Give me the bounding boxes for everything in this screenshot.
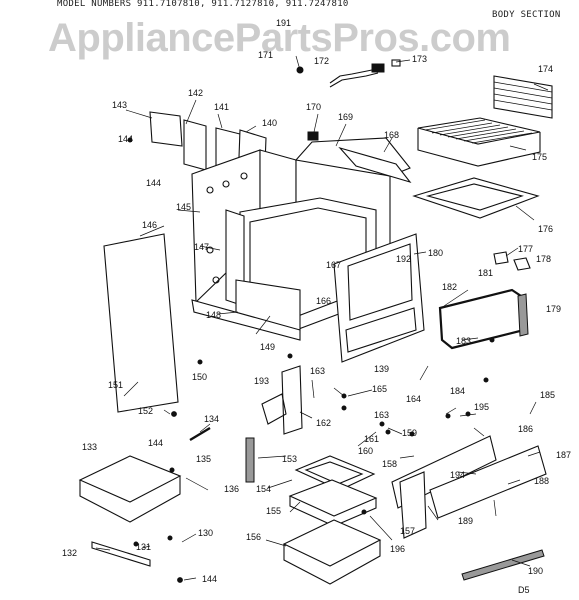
part-label-196: 196 [390, 544, 405, 554]
part-vertical-strip [245, 437, 255, 483]
part-label-182: 182 [442, 282, 457, 292]
part-label-184: 184 [450, 386, 465, 396]
part-label-148: 148 [206, 310, 221, 320]
part-label-194: 194 [450, 470, 465, 480]
part-label-149: 149 [260, 342, 275, 352]
part-label-152: 152 [138, 406, 153, 416]
part-label-163: 163 [310, 366, 325, 376]
screws [127, 137, 495, 583]
part-label-139: 139 [374, 364, 389, 374]
part-168-trim [338, 146, 412, 184]
footer-code: D5 [518, 585, 530, 595]
part-label-130: 130 [198, 528, 213, 538]
part-label-170: 170 [306, 102, 321, 112]
part-top-rack [493, 75, 553, 119]
part-label-192: 192 [396, 254, 411, 264]
part-label-181: 181 [478, 268, 493, 278]
part-label-157: 157 [400, 526, 415, 536]
part-label-153: 153 [282, 454, 297, 464]
part-label-166: 166 [316, 296, 331, 306]
part-label-141: 141 [214, 102, 229, 112]
part-spring [189, 426, 211, 442]
part-knob-178 [513, 257, 531, 271]
part-oven-bottom [412, 177, 540, 219]
part-label-154: 154 [256, 484, 271, 494]
part-170-bracket [307, 131, 319, 141]
part-179 [517, 293, 529, 337]
part-label-162: 162 [316, 418, 331, 428]
part-label-156: 156 [246, 532, 261, 542]
part-label-140: 140 [262, 118, 277, 128]
part-label-189: 189 [458, 516, 473, 526]
part-label-133: 133 [82, 442, 97, 452]
part-label-188: 188 [534, 476, 549, 486]
part-label-172: 172 [314, 56, 329, 66]
part-label-175: 175 [532, 152, 547, 162]
part-label-160: 160 [358, 446, 373, 456]
part-label-151: 151 [108, 380, 123, 390]
part-label-179: 179 [546, 304, 561, 314]
part-label-171: 171 [258, 50, 273, 60]
part-label-168: 168 [384, 130, 399, 140]
part-label-145: 145 [176, 202, 191, 212]
part-label-146: 146 [142, 220, 157, 230]
model-numbers-title: MODEL NUMBERS 911.7107810, 911.7127810, … [57, 0, 349, 9]
part-door-assembly [391, 435, 547, 539]
part-label-144: 144 [202, 574, 217, 584]
part-oven-rack [417, 117, 541, 167]
part-broiler-pan [288, 455, 378, 527]
part-label-155: 155 [266, 506, 281, 516]
part-label-135: 135 [196, 454, 211, 464]
part-label-142: 142 [188, 88, 203, 98]
leader-lines [95, 55, 549, 581]
part-label-136: 136 [224, 484, 239, 494]
part-label-176: 176 [538, 224, 553, 234]
watermark-logo: AppliancePartsPros.com [48, 16, 511, 60]
part-door-frame [333, 233, 425, 363]
part-number-labels: 191 171 172 173 174 143 142 141 140 170 169 168 175 1… [62, 18, 571, 584]
part-drawer-156 [282, 519, 382, 585]
part-label-161: 161 [364, 434, 379, 444]
part-label-147: 147 [194, 242, 209, 252]
part-label-144: 144 [118, 134, 133, 144]
wiring-harness [296, 59, 401, 88]
part-label-164: 164 [406, 394, 421, 404]
part-label-158: 158 [382, 459, 397, 469]
part-label-167: 167 [326, 260, 341, 270]
part-door-gasket [438, 288, 526, 350]
part-hinge-bracket [281, 365, 303, 435]
part-label-150: 150 [192, 372, 207, 382]
section-title: BODY SECTION [492, 10, 561, 20]
part-label-159: 159 [402, 428, 417, 438]
part-label-143: 143 [112, 100, 127, 110]
part-label-144: 144 [148, 438, 163, 448]
part-label-174: 174 [538, 64, 553, 74]
part-label-178: 178 [536, 254, 551, 264]
part-label-193: 193 [254, 376, 269, 386]
part-label-132: 132 [62, 548, 77, 558]
part-label-195: 195 [474, 402, 489, 412]
part-label-177: 177 [518, 244, 533, 254]
part-label-173: 173 [412, 54, 427, 64]
part-drawer-133 [78, 455, 182, 523]
part-label-165: 165 [372, 384, 387, 394]
part-label-190: 190 [528, 566, 543, 576]
part-bar-132 [91, 541, 151, 567]
part-label-169: 169 [338, 112, 353, 122]
part-label-187: 187 [556, 450, 571, 460]
part-label-183: 183 [456, 336, 471, 346]
part-label-163: 163 [374, 410, 389, 420]
part-label-180: 180 [428, 248, 443, 258]
part-rod [461, 549, 545, 581]
part-label-131: 131 [136, 542, 151, 552]
part-knob-181 [493, 251, 509, 265]
part-label-144: 144 [146, 178, 161, 188]
part-side-panel [103, 233, 179, 413]
part-label-186: 186 [518, 424, 533, 434]
part-label-191: 191 [276, 18, 291, 28]
part-label-134: 134 [204, 414, 219, 424]
part-label-185: 185 [540, 390, 555, 400]
